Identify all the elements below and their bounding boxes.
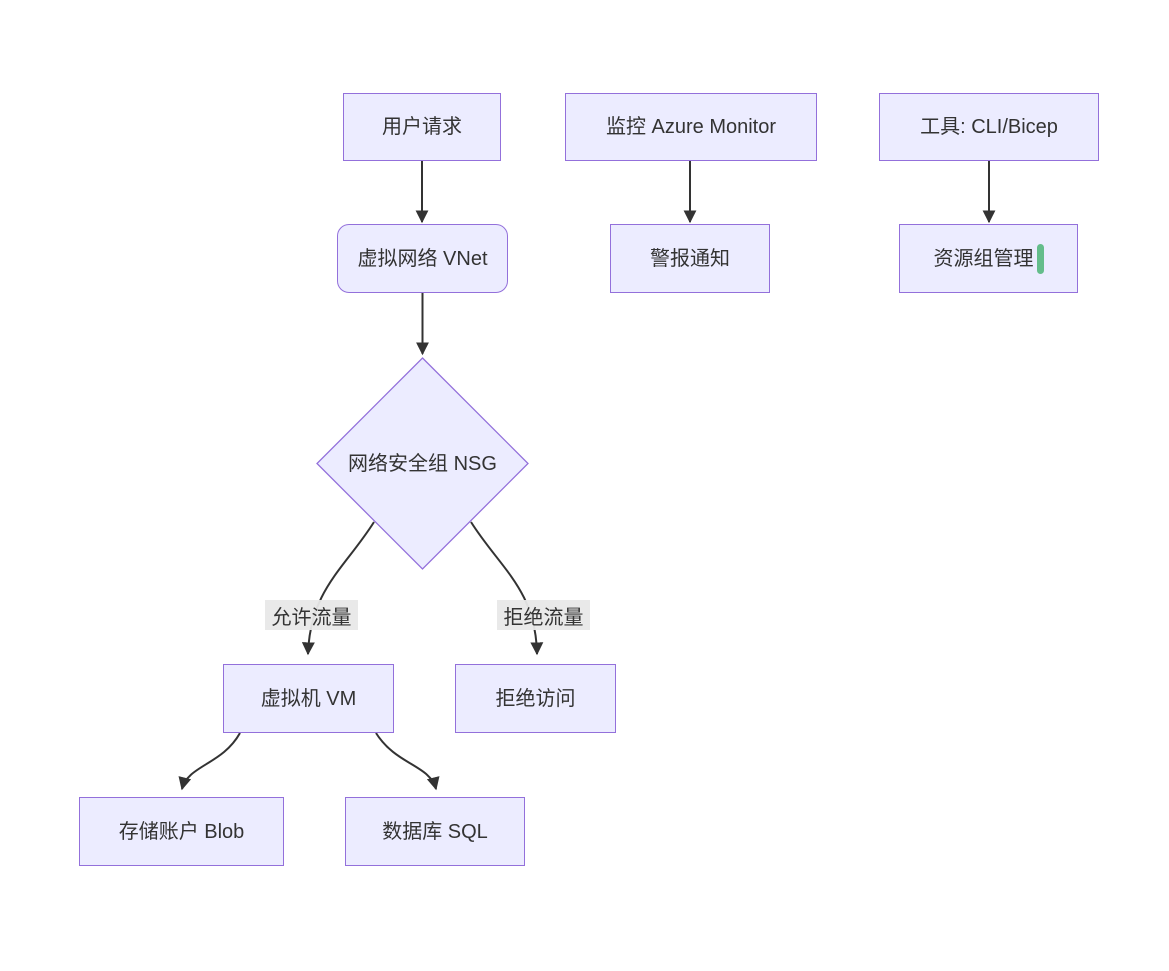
nsg-diamond-shape <box>316 357 529 570</box>
node-deny-access-label: 拒绝访问 <box>495 687 576 710</box>
edge-nsg-to-deny-access <box>470 521 544 656</box>
node-vm: 虚拟机 VM <box>223 664 394 733</box>
node-vnet: 虚拟网络 VNet <box>337 224 508 293</box>
edge-vm-to-database-sql <box>375 732 440 791</box>
edge-label-deny-traffic-text: 拒绝流量 <box>503 606 584 629</box>
node-nsg-label: 网络安全组 NSG <box>348 452 497 475</box>
node-database-sql-label: 数据库 SQL <box>382 820 488 843</box>
node-vm-label: 虚拟机 VM <box>260 687 357 710</box>
node-user-request-label: 用户请求 <box>382 116 462 138</box>
node-monitor: 监控 Azure Monitor <box>565 93 817 161</box>
node-deny-access: 拒绝访问 <box>455 664 616 733</box>
node-monitor-label: 监控 Azure Monitor <box>605 116 777 138</box>
node-nsg: 网络安全组 NSG <box>317 358 528 569</box>
node-storage-blob-label: 存储账户 Blob <box>118 820 245 843</box>
text-caret <box>1036 243 1044 274</box>
edge-nsg-to-vm <box>301 521 375 656</box>
node-storage-blob: 存储账户 Blob <box>79 797 284 866</box>
edge-label-deny-traffic: 拒绝流量 <box>497 600 590 630</box>
node-vnet-label: 虚拟网络 VNet <box>357 247 488 270</box>
node-tools: 工具: CLI/Bicep <box>879 93 1099 161</box>
node-resource-group: 资源组管理 <box>899 224 1078 293</box>
edge-vm-to-storage-blob <box>178 732 241 791</box>
node-alert: 警报通知 <box>610 224 770 293</box>
node-database-sql: 数据库 SQL <box>345 797 525 866</box>
node-alert-label: 警报通知 <box>650 247 730 270</box>
edge-label-allow-traffic: 允许流量 <box>265 600 358 630</box>
edge-label-allow-traffic-text: 允许流量 <box>271 606 352 629</box>
node-resource-group-label: 资源组管理 <box>933 247 1034 270</box>
node-tools-label: 工具: CLI/Bicep <box>920 116 1058 138</box>
node-user-request: 用户请求 <box>343 93 501 161</box>
